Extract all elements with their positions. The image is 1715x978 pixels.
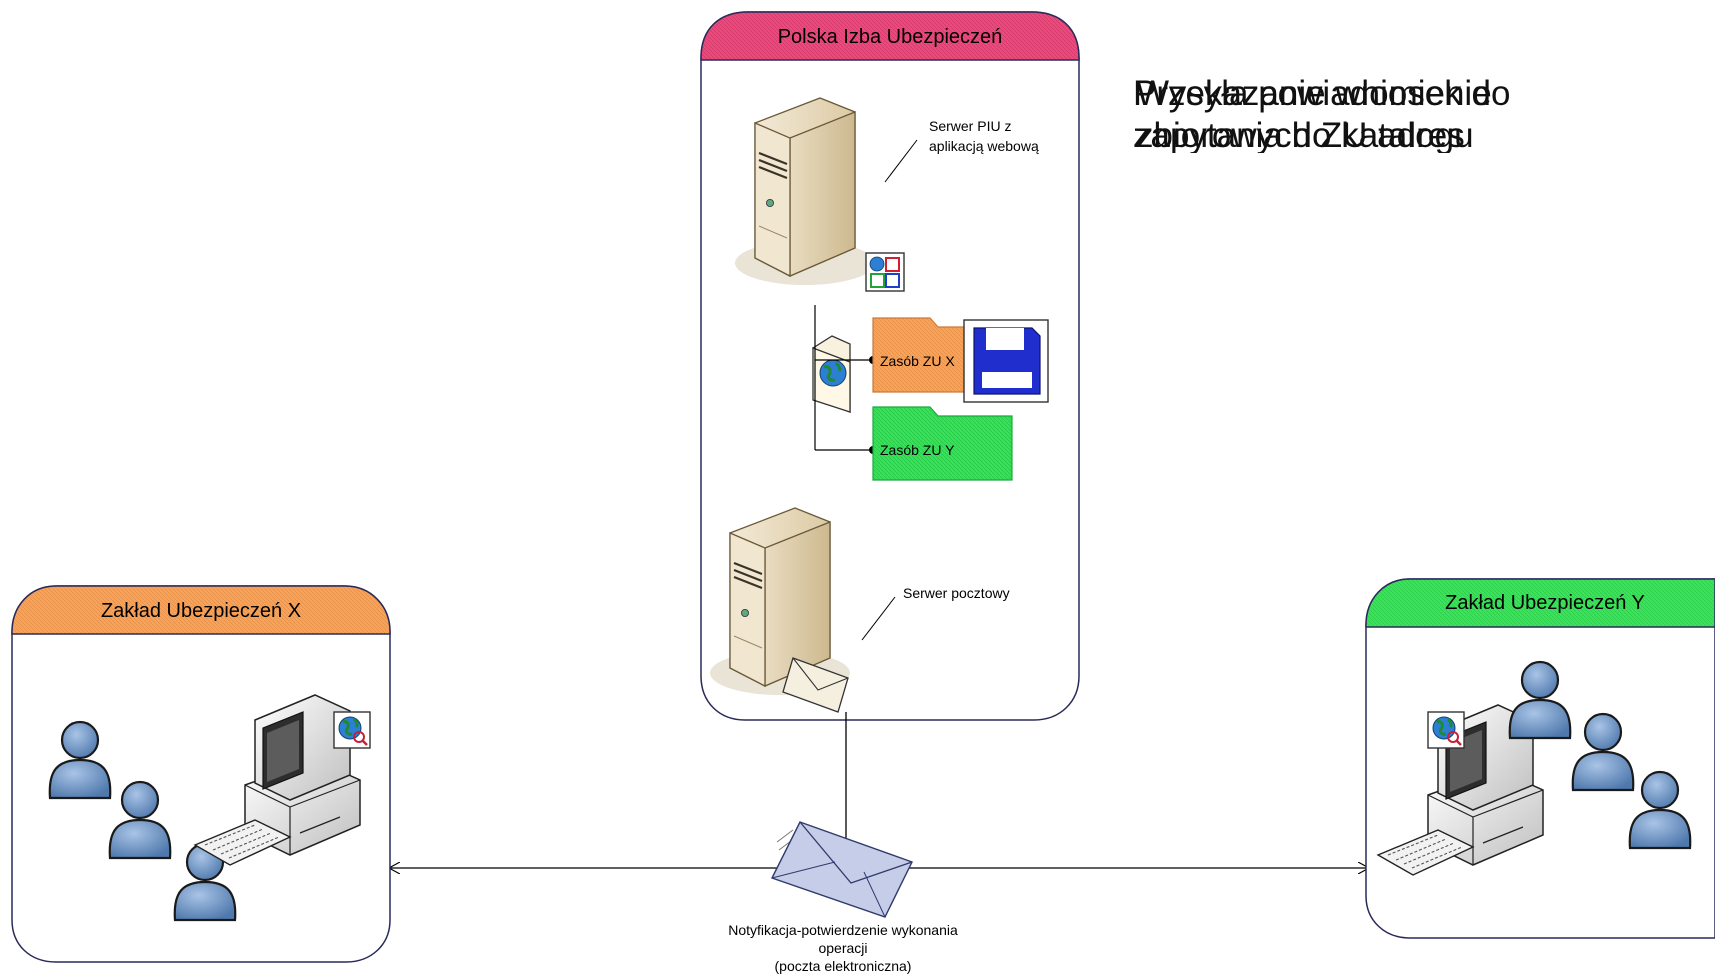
globe-search-icon	[332, 710, 372, 750]
web-application-icon	[812, 335, 851, 413]
mail-server-label: Serwer pocztowy	[903, 585, 1010, 601]
envelope-icon	[782, 657, 849, 713]
app-icon	[865, 252, 905, 292]
heading-layer-a-line-2: zapytania do katalogu	[1133, 116, 1474, 153]
resource-tree-lines	[814, 305, 873, 451]
zu-y-title: Zakład Ubezpieczeń Y	[1445, 592, 1645, 614]
zu-x-title: Zakład Ubezpieczeń X	[101, 600, 301, 622]
mail-server-icon	[708, 506, 852, 697]
overlapping-heading-text: Przekazanie wniosek do Wysyła powiadomie…	[1133, 73, 1715, 153]
web-server-callout-line	[884, 139, 918, 183]
resource-zu-x-label: Zasób ZU X	[880, 353, 955, 369]
zu-y-container: Zakład Ubezpieczeń Y	[1365, 578, 1715, 939]
globe-search-icon	[1426, 710, 1466, 750]
piu-title: Polska Izba Ubezpieczeń	[778, 26, 1003, 48]
folder-zu-y-icon	[872, 406, 1013, 481]
mail-server-callout-line	[861, 596, 896, 641]
notification-label-3: (poczta elektroniczna)	[775, 958, 912, 974]
web-server-label-1: Serwer PIU z	[929, 118, 1011, 134]
heading-layer-a-line-1: Przekazanie wniosek do	[1133, 74, 1511, 113]
heading-layer-b-line-1: Wysyła powiadomienie	[1136, 74, 1492, 113]
web-server-label-2: aplikacją webową	[929, 138, 1039, 154]
zu-x-container: Zakład Ubezpieczeń X	[11, 585, 391, 963]
web-server-icon	[733, 96, 877, 287]
resource-zu-y-label: Zasób ZU Y	[880, 442, 955, 458]
floppy-disk-icon	[963, 319, 1049, 403]
notification-envelope-icon	[771, 821, 913, 918]
notification-label-1: Notyfikacja-potwierdzenie wykonania	[728, 922, 958, 938]
heading-layer-b-line-2: zbiorowych ZU adres	[1136, 116, 1465, 153]
notification-label-2: operacji	[818, 940, 867, 956]
piu-container: Polska Izba Ubezpieczeń Serwer PIU z apl…	[700, 11, 1080, 721]
